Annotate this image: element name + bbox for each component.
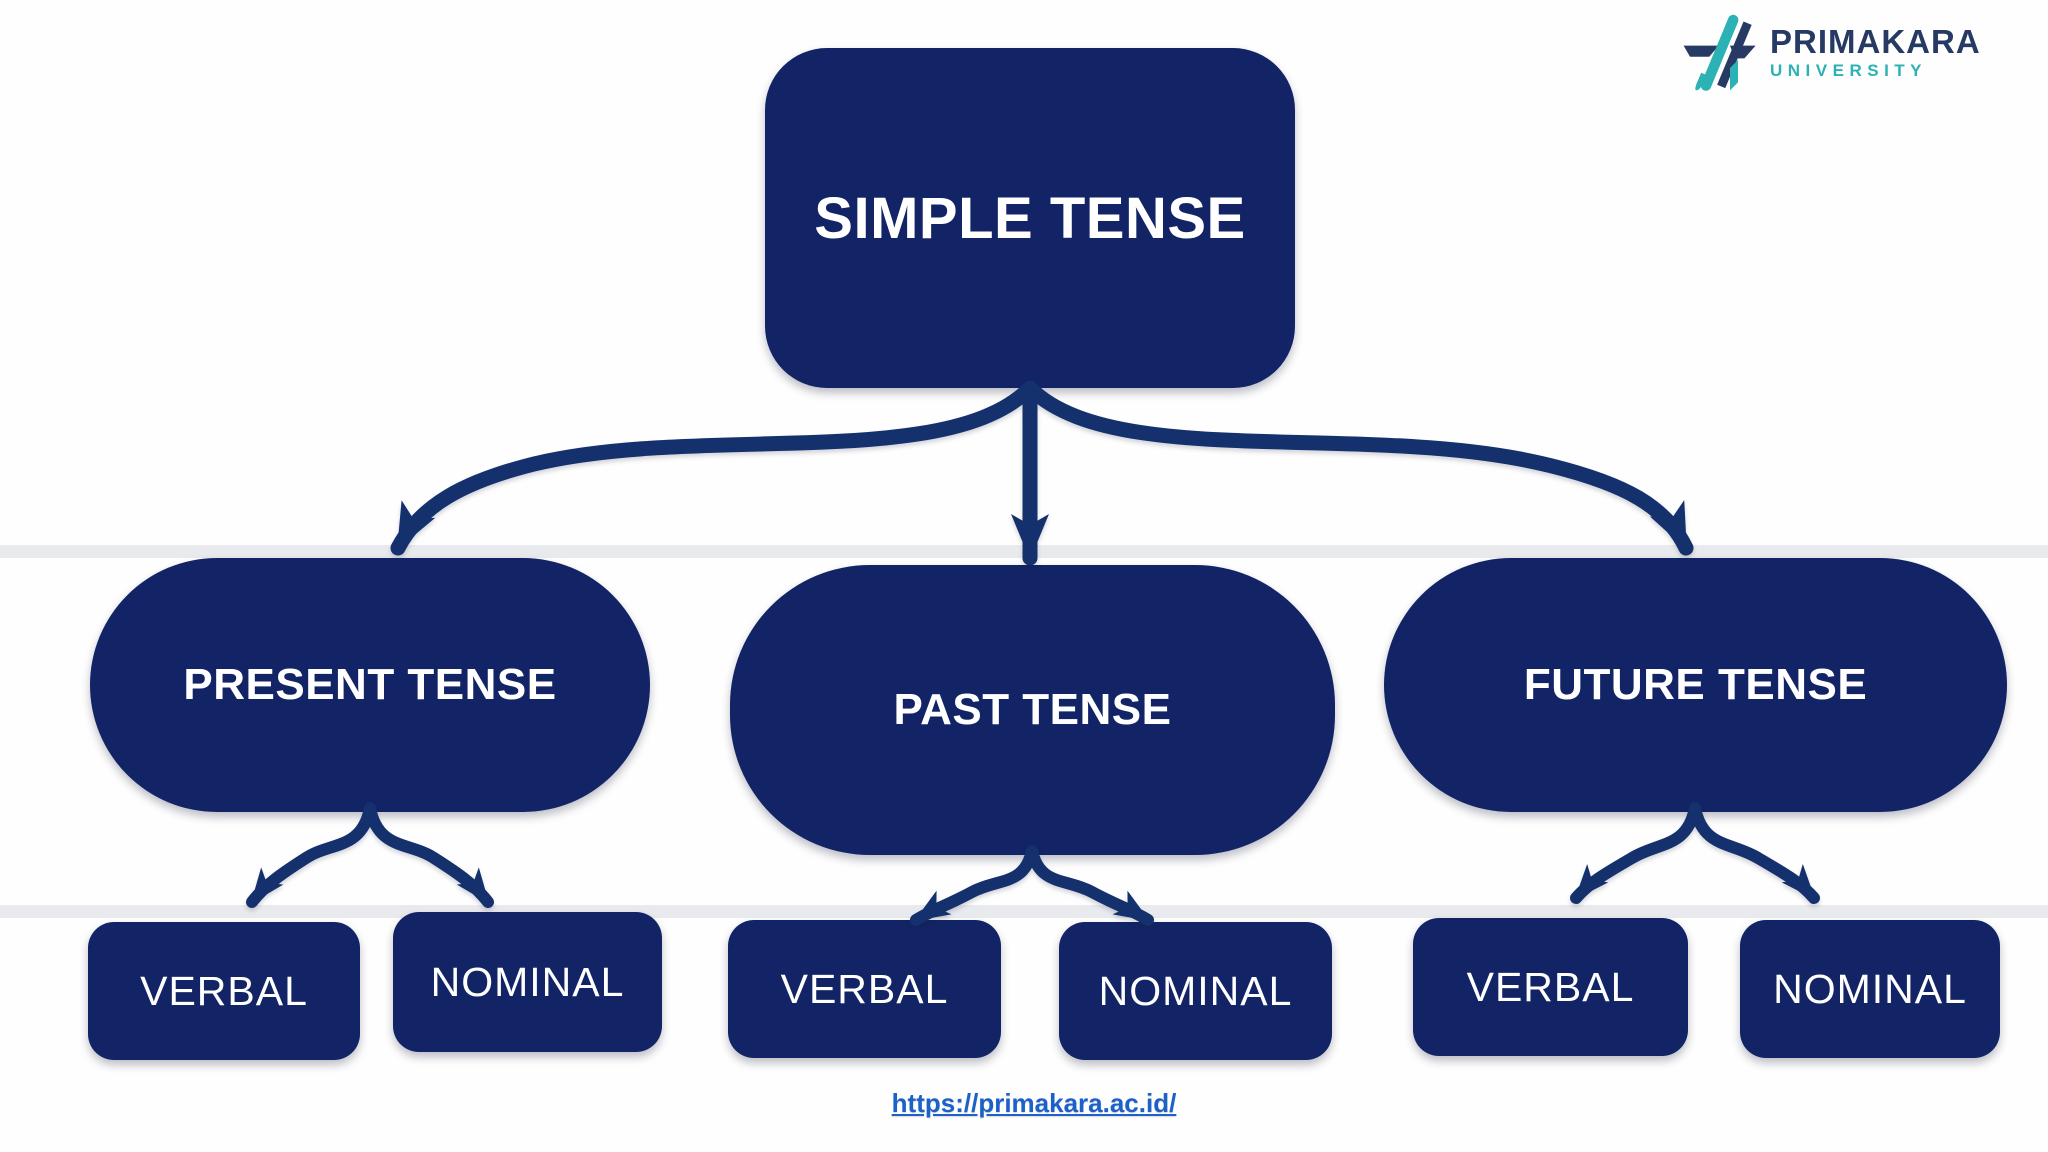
footer-link[interactable]: https://primakara.ac.id/ [891, 1088, 1177, 1118]
arrow-present-to-verbal [246, 802, 376, 908]
node-simple-tense: SIMPLE TENSE [765, 48, 1295, 388]
arrow-future-to-nominal [1689, 802, 1820, 904]
arrow-root-to-present [390, 380, 1038, 556]
node-past-verbal: VERBAL [728, 920, 1001, 1058]
primakara-logo-icon [1683, 14, 1756, 91]
node-future-verbal: VERBAL [1413, 918, 1688, 1056]
arrow-present-to-nominal [364, 802, 494, 908]
logo-subtitle-text: UNIVERSITY [1770, 61, 1928, 80]
row-shadow-band-mid [0, 545, 2048, 558]
node-future-nominal: NOMINAL [1740, 920, 2000, 1058]
logo-words: PRIMAKARA UNIVERSITY [1770, 25, 1981, 79]
logo-brand-text: PRIMAKARA [1770, 23, 1981, 60]
row-shadow-band-bottom [0, 905, 2048, 918]
node-future-tense: FUTURE TENSE [1384, 558, 2007, 812]
node-present-tense: PRESENT TENSE [90, 558, 650, 812]
node-past-nominal: NOMINAL [1059, 922, 1332, 1060]
node-past-tense: PAST TENSE [730, 565, 1335, 855]
primakara-logo: PRIMAKARA UNIVERSITY [1682, 10, 1981, 94]
node-present-nominal: NOMINAL [393, 912, 662, 1052]
arrow-future-to-verbal [1570, 802, 1701, 904]
arrow-root-to-future [1022, 380, 1694, 556]
node-present-verbal: VERBAL [88, 922, 360, 1060]
